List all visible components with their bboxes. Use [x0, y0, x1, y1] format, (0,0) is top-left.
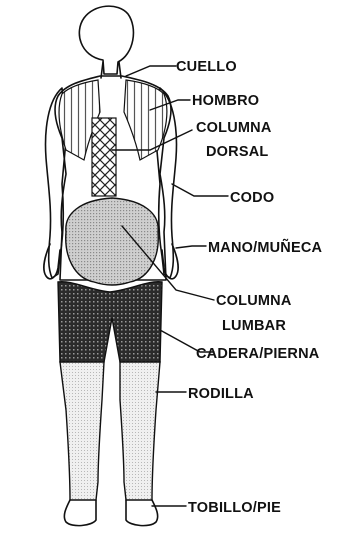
label-thoracic-line1: COLUMNA	[196, 120, 272, 136]
lumbar-region	[66, 198, 159, 285]
label-thoracic-line2: DORSAL	[206, 144, 268, 160]
feet	[64, 500, 157, 526]
label-ankle-foot: TOBILLO/PIE	[188, 500, 281, 516]
label-lumbar-line2: LUMBAR	[222, 318, 286, 334]
label-knee: RODILLA	[188, 386, 254, 402]
label-hand-wrist: MANO/MUÑECA	[208, 238, 322, 256]
label-elbow: CODO	[230, 190, 274, 206]
hip-leg-region	[58, 282, 162, 362]
label-hip-leg: CADERA/PIERNA	[196, 346, 320, 362]
lower-legs	[60, 362, 160, 500]
label-neck: CUELLO	[176, 59, 237, 75]
thoracic-spine-region	[92, 118, 116, 196]
head	[79, 6, 133, 74]
label-lumbar-line1: COLUMNA	[216, 293, 292, 309]
label-shoulder: HOMBRO	[192, 93, 259, 109]
